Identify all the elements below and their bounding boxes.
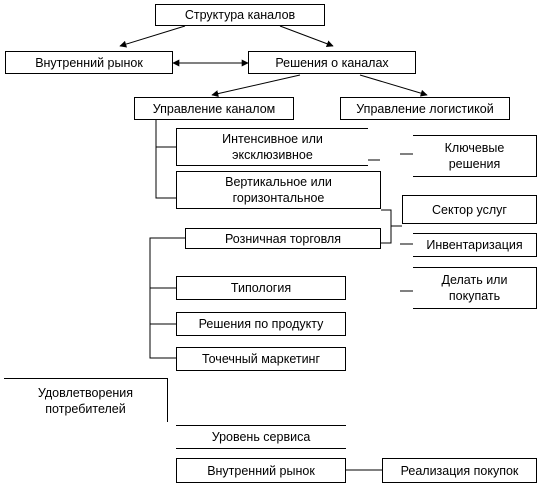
node-label: Структура каналов xyxy=(184,8,296,22)
node-service-level: Уровень сервиса xyxy=(176,425,346,449)
node-customer-satisfaction: Удовлетворения потребителей xyxy=(4,378,168,422)
node-label: Реализация покупок xyxy=(400,463,519,478)
node-label-line2: эксклюзивное xyxy=(232,148,313,162)
branch-retail xyxy=(149,237,185,359)
node-key-decisions: Ключевые решения xyxy=(413,135,537,177)
node-label: Управление логистикой xyxy=(356,101,494,116)
node-label: Управление каналом xyxy=(152,101,276,116)
node-retail: Розничная торговля xyxy=(185,228,381,249)
node-label-line2: горизонтальное xyxy=(232,191,325,205)
node-channel-management: Управление каналом xyxy=(134,97,294,120)
arrow-structure-to-channel-decisions xyxy=(279,25,334,48)
node-make-or-buy: Делать или покупать xyxy=(413,267,537,309)
bracket-vertical-retail xyxy=(381,209,392,244)
node-channel-structure: Структура каналов xyxy=(155,4,325,26)
node-service-sector: Сектор услуг xyxy=(402,195,537,224)
node-logistics-management: Управление логистикой xyxy=(340,97,510,120)
node-channel-decisions: Решения о каналах xyxy=(248,51,416,74)
node-label: Внутренний рынок xyxy=(35,55,143,70)
node-point-marketing: Точечный маркетинг xyxy=(176,347,346,371)
node-label-line1: Интенсивное или xyxy=(222,132,323,146)
node-label: Точечный маркетинг xyxy=(201,352,321,366)
node-label-line1: Вертикальное или xyxy=(225,175,332,189)
branch-channel-management xyxy=(155,120,176,199)
node-product-decisions: Решения по продукту xyxy=(176,312,346,336)
node-label: Уровень сервиса xyxy=(211,430,311,444)
node-label: Типология xyxy=(230,281,292,295)
node-internal-market: Внутренний рынок xyxy=(5,51,173,74)
node-label: Решения по продукту xyxy=(198,317,324,331)
node-label-line2: решения xyxy=(448,157,501,171)
node-intensive-exclusive: Интенсивное или эксклюзивное xyxy=(176,128,368,166)
node-label-line2: потребителей xyxy=(45,401,126,416)
node-label: Внутренний рынок xyxy=(207,463,315,478)
node-label-line1: Ключевые xyxy=(444,141,505,155)
node-internal-market-bottom: Внутренний рынок xyxy=(176,458,346,483)
arrow-decisions-to-channel-management xyxy=(211,74,301,98)
node-purchase-realization: Реализация покупок xyxy=(382,458,537,483)
node-label-line1: Делать или xyxy=(441,273,508,287)
node-label-line2: покупать xyxy=(448,289,501,303)
node-label: Решения о каналах xyxy=(275,55,389,70)
node-label: Розничная торговля xyxy=(225,231,341,246)
node-typology: Типология xyxy=(176,276,346,300)
arrow-structure-to-internal-market xyxy=(119,25,186,48)
node-label: Сектор услуг xyxy=(431,202,507,217)
node-vertical-horizontal: Вертикальное или горизонтальное xyxy=(176,171,381,209)
node-inventory: Инвентаризация xyxy=(413,233,537,257)
node-label-line1: Удовлетворения xyxy=(37,385,134,400)
arrow-decisions-to-logistics xyxy=(359,74,428,97)
node-label: Инвентаризация xyxy=(426,238,523,252)
